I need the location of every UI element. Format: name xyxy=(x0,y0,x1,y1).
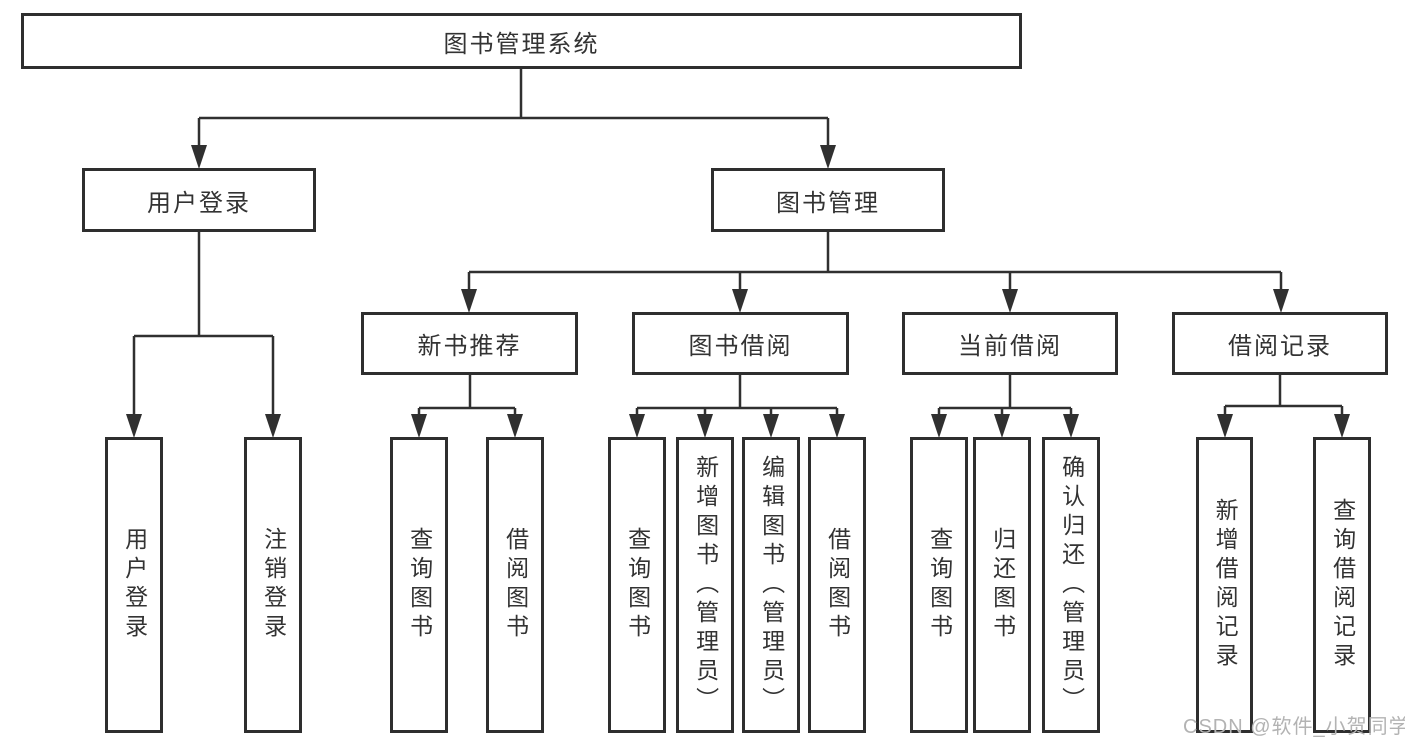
node-root-system: 图书管理系统 xyxy=(21,13,1022,69)
leaf-borrow-book: 借阅图书 xyxy=(808,437,866,733)
leaf-recommend-borrow-book: 借阅图书 xyxy=(486,437,544,733)
leaf-return-book: 归还图书 xyxy=(973,437,1031,733)
leaf-current-query-book: 查询图书 xyxy=(910,437,968,733)
leaf-add-book-admin: 新增图书（管理员） xyxy=(676,437,734,733)
leaf-borrow-query-book: 查询图书 xyxy=(608,437,666,733)
csdn-watermark: CSDN @软件_小贺同学 xyxy=(1183,716,1405,738)
node-current-borrow: 当前借阅 xyxy=(902,312,1118,375)
node-book-management-branch: 图书管理 xyxy=(711,168,945,232)
leaf-edit-book-admin: 编辑图书（管理员） xyxy=(742,437,800,733)
node-book-borrow: 图书借阅 xyxy=(632,312,849,375)
node-user-login-branch: 用户登录 xyxy=(82,168,316,232)
leaf-logout: 注销登录 xyxy=(244,437,302,733)
leaf-recommend-query-book: 查询图书 xyxy=(390,437,448,733)
leaf-add-borrow-record: 新增借阅记录 xyxy=(1196,437,1253,733)
arrowheads xyxy=(126,145,1350,438)
node-new-book-recommend: 新书推荐 xyxy=(361,312,578,375)
leaf-user-login: 用户登录 xyxy=(105,437,163,733)
leaf-query-borrow-record: 查询借阅记录 xyxy=(1313,437,1371,733)
node-borrow-records: 借阅记录 xyxy=(1172,312,1388,375)
leaf-confirm-return-admin: 确认归还（管理员） xyxy=(1042,437,1100,733)
